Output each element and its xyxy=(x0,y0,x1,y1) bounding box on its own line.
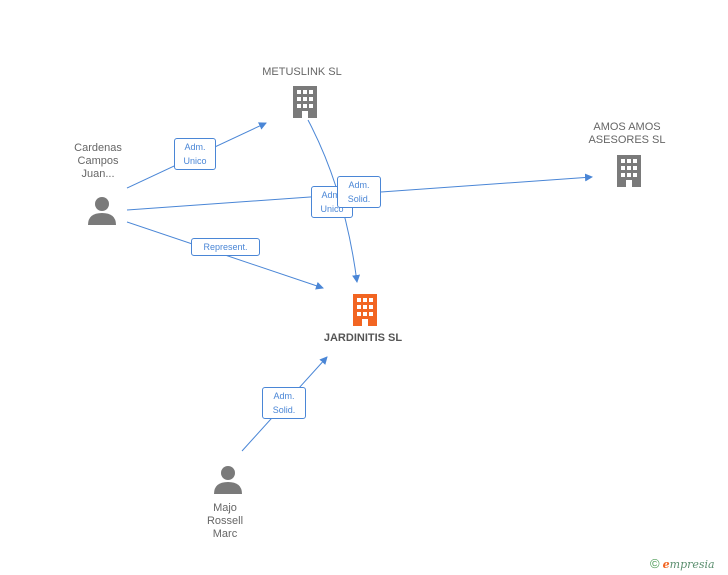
edge-label-line: Unico xyxy=(320,204,344,214)
company-label-jardinitis[interactable]: JARDINITIS SL xyxy=(323,332,403,344)
edge-label-cardenas-metuslink[interactable]: Adm. Unico xyxy=(174,138,216,170)
edge-label-line: Represent. xyxy=(203,242,248,252)
label-line: ASESORES SL xyxy=(588,134,666,146)
label-line: AMOS AMOS xyxy=(593,121,661,133)
main-building-icon[interactable] xyxy=(350,292,380,328)
edge-label-line: Solid. xyxy=(347,194,371,204)
edge-label-line: Unico xyxy=(183,156,207,166)
edge-label-cardenas-amos[interactable]: Adm. Solid. xyxy=(337,176,381,208)
label-line: Rossell xyxy=(206,515,244,527)
label-line: Majo xyxy=(213,502,237,514)
edge-label-majo-jardinitis[interactable]: Adm. Solid. xyxy=(262,387,306,419)
edge-label-cardenas-jardinitis[interactable]: Represent. xyxy=(191,238,260,256)
edge-label-line: Adm. xyxy=(348,180,370,190)
empresia-logo[interactable]: © empresia xyxy=(650,556,715,571)
edge-label-line: Solid. xyxy=(272,405,296,415)
company-label-amos[interactable]: AMOS AMOS ASESORES SL xyxy=(567,121,687,147)
edge-label-line: Adm. xyxy=(273,391,295,401)
label-line: Cardenas xyxy=(74,142,122,154)
company-label-metuslink[interactable]: METUSLINK SL xyxy=(262,66,342,78)
person-label-cardenas[interactable]: Cardenas Campos Juan... xyxy=(58,142,138,181)
person-icon[interactable] xyxy=(213,464,243,494)
building-icon[interactable] xyxy=(614,153,644,189)
label-line: Marc xyxy=(212,528,238,540)
label-line: Campos xyxy=(77,155,119,167)
person-label-majo[interactable]: Majo Rossell Marc xyxy=(185,502,265,541)
edge-label-line: Adm. xyxy=(184,142,206,152)
copyright-symbol: © xyxy=(650,556,660,571)
building-icon[interactable] xyxy=(290,84,320,120)
label-line: Juan... xyxy=(81,168,115,180)
person-icon[interactable] xyxy=(87,195,117,225)
brand-initial: e xyxy=(662,558,670,571)
brand-name: mpresia xyxy=(669,558,715,571)
edge-label-line: Adm. xyxy=(321,190,343,200)
